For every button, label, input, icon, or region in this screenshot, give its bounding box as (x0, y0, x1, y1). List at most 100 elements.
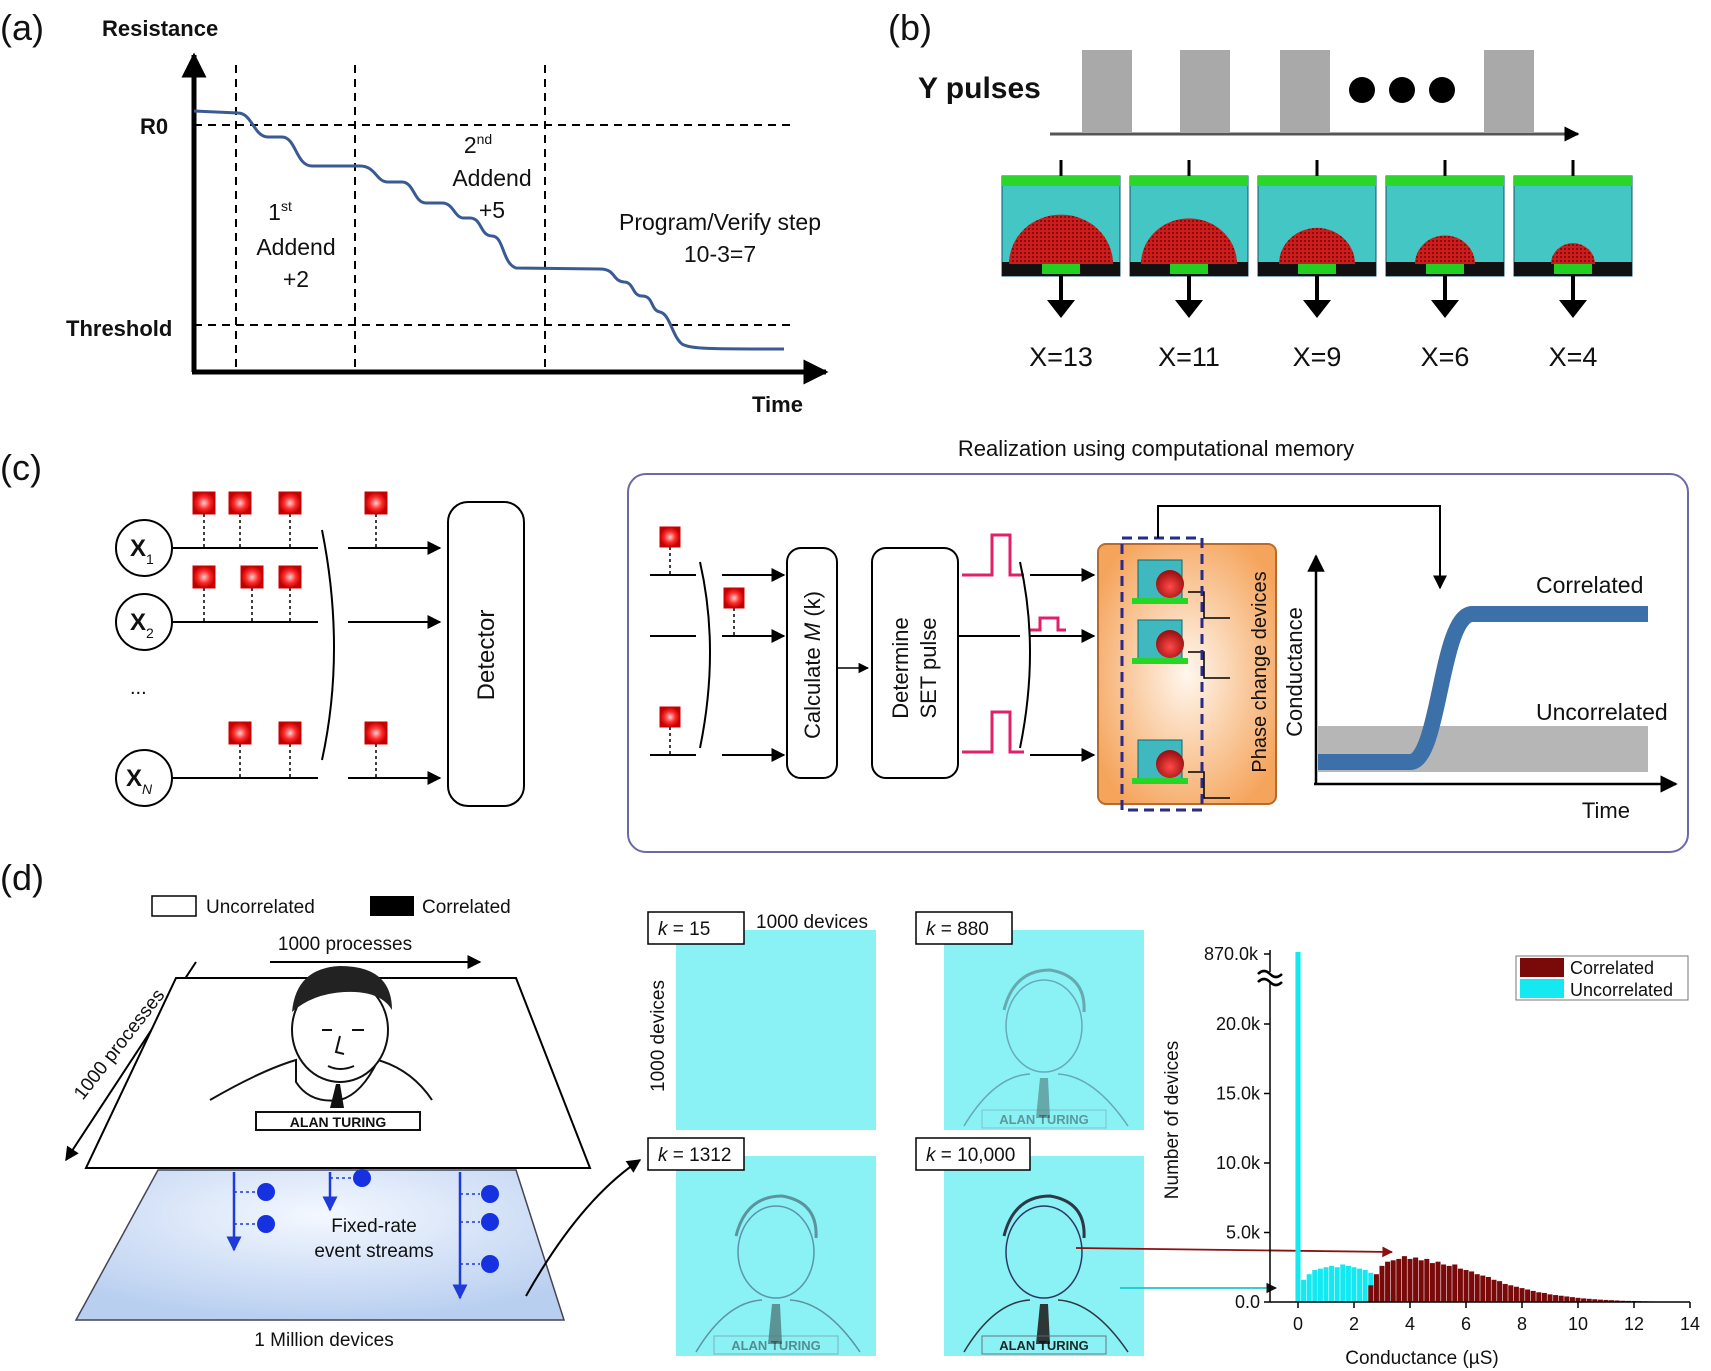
addend2-ordinal: 2nd (464, 131, 492, 158)
million-devices-label: 1 Million devices (254, 1330, 393, 1351)
correlated-bar (1614, 1300, 1620, 1302)
correlated-bar (1597, 1299, 1603, 1302)
top-electrode (1386, 176, 1504, 186)
device-value-label: X=4 (1549, 342, 1598, 372)
hist-legend-correlated-label: Correlated (1570, 958, 1654, 978)
determine-line2: SET pulse (916, 617, 941, 718)
legend-correlated-swatch (370, 896, 414, 916)
shoulders (963, 1073, 1129, 1127)
caption-box (981, 1109, 1107, 1129)
portrait-sketch: ALAN TURING (209, 966, 433, 1131)
uncorrelated-bar (1329, 1265, 1335, 1302)
correlated-bar (1569, 1297, 1575, 1302)
event-marker-icon (192, 491, 216, 515)
correlated-bar (1424, 1258, 1430, 1302)
snapshot-caption: ALAN TURING (731, 1338, 821, 1353)
event-marker-icon (364, 491, 388, 515)
caption-box (981, 1335, 1107, 1355)
uncorrelated-label: Uncorrelated (1536, 699, 1668, 725)
device-cells (1001, 160, 1633, 318)
event-marker-icon (278, 721, 302, 745)
snapshot-caption: ALAN TURING (999, 1338, 1089, 1353)
hist-xtick-label: 10 (1568, 1314, 1588, 1334)
correlated-bar (1368, 1285, 1374, 1302)
correlated-bar (1536, 1292, 1542, 1302)
correlated-bar (1373, 1274, 1379, 1302)
correlated-curve (1318, 606, 1648, 770)
correlated-bar (1401, 1256, 1407, 1302)
hist-xtick-label: 2 (1349, 1314, 1359, 1334)
legend-uncorrelated-swatch (151, 895, 197, 917)
amorphous-region (1279, 227, 1355, 264)
hist-xtick-label: 4 (1405, 1314, 1415, 1334)
device-value-label: X=6 (1421, 342, 1470, 372)
hist-legend-uncorrelated-label: Uncorrelated (1570, 980, 1673, 1000)
hist-xtick-label: 8 (1517, 1314, 1527, 1334)
heater (1298, 262, 1336, 274)
correlated-bar (1390, 1260, 1396, 1302)
ellipsis-dot (1389, 77, 1415, 103)
device-cell (1257, 160, 1377, 318)
uncorrelated-bar (1345, 1265, 1351, 1302)
axis-break-icon (1257, 969, 1283, 987)
hist-xlabel: Conductance (µS) (1345, 1348, 1499, 1369)
pulse-2 (1180, 50, 1230, 132)
x-axis-label: Time (752, 392, 803, 417)
realization-box (627, 473, 1689, 853)
correlated-bar (1418, 1260, 1424, 1302)
input-x1-label: X1 (130, 535, 154, 567)
pcm-amorphous (1156, 750, 1184, 778)
hist-legend-uncorrelated-swatch (1520, 979, 1564, 998)
snapshot: ALAN TURING k = 1312 (647, 1137, 876, 1356)
addend2-value: +5 (479, 197, 505, 223)
input-node-xn (115, 749, 173, 807)
hist-xtick-label: 0 (1293, 1314, 1303, 1334)
pulse-train (1050, 50, 1580, 142)
event-markers (192, 491, 388, 778)
correlated-bar (1581, 1298, 1587, 1302)
device-cell (1129, 160, 1249, 318)
snapshot: k = 15 (647, 911, 876, 1130)
snapshot-image (676, 1156, 876, 1356)
pulse-1 (1082, 50, 1132, 132)
down-arrow-icon (1559, 300, 1587, 318)
event-marker-icon (364, 721, 388, 745)
phase-change-label: Phase change devices (1249, 571, 1271, 772)
event-dot (257, 1183, 275, 1201)
shoulders (963, 1299, 1129, 1353)
k-label-box (915, 911, 1013, 945)
event-marker-icon (659, 706, 681, 728)
tie (1036, 1078, 1050, 1118)
event-dot (353, 1169, 371, 1187)
event-markers (659, 526, 745, 755)
event-marker-icon (723, 587, 745, 609)
pcm-electrode (1132, 778, 1188, 784)
face-outline (1005, 1205, 1083, 1299)
pulse-3 (1280, 50, 1330, 132)
pcm-wire (1188, 591, 1230, 619)
correlated-bar (1396, 1258, 1402, 1302)
heater (1426, 262, 1464, 274)
event-marker-icon (192, 565, 216, 589)
set-pulse-tall (962, 710, 1024, 754)
conductance-label: Conductance (1282, 607, 1307, 737)
uncorrelated-bar (1362, 1270, 1368, 1302)
amorphous-region (1551, 243, 1595, 264)
y-axis-label: Resistance (102, 16, 218, 41)
snapshot-image (944, 930, 1144, 1130)
r0-label: R0 (140, 114, 168, 139)
hist-ybreak-label: 870.0k (1204, 944, 1259, 964)
heater (1042, 262, 1080, 274)
uncorrelated-bar (1334, 1267, 1340, 1302)
hist-xtick-label: 6 (1461, 1314, 1471, 1334)
correlated-bar (1446, 1265, 1452, 1302)
processes-top-label: 1000 processes (278, 934, 412, 955)
k-label: k = 1312 (658, 1145, 731, 1166)
panel-c-label: (c) (0, 447, 42, 488)
device-cell (1385, 160, 1505, 318)
fixed-rate-line2: event streams (314, 1241, 433, 1262)
tie (1036, 1304, 1050, 1344)
device-cell (1513, 160, 1633, 318)
event-marker-icon (240, 565, 264, 589)
